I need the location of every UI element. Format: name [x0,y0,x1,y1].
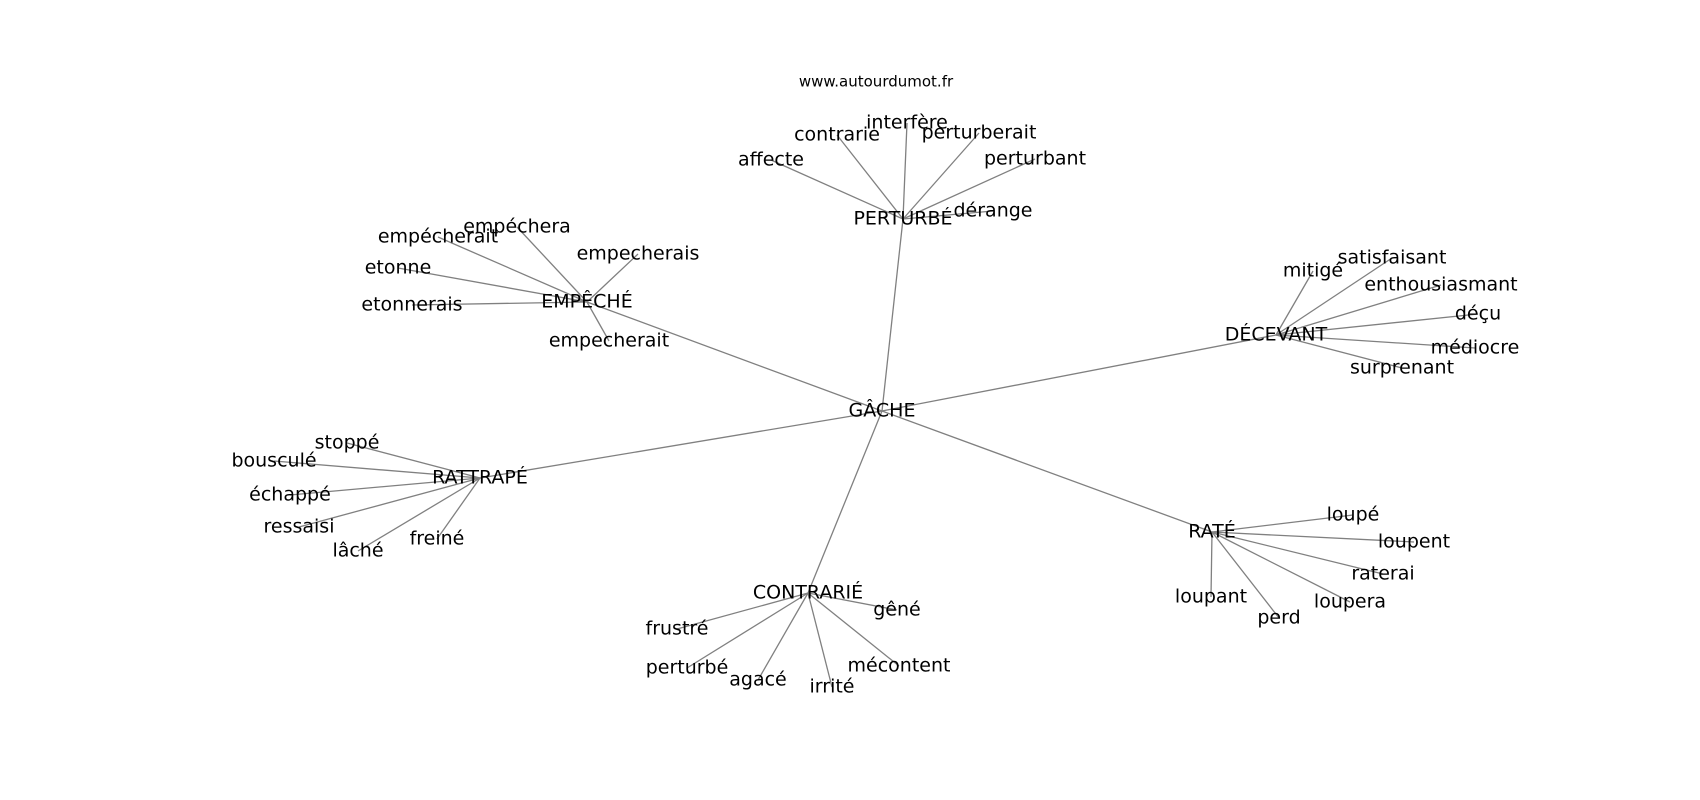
edge-decevant-mitige [1275,270,1314,336]
node-empecherais[interactable]: empecherais [577,243,700,265]
edge-gache-perturbe [881,218,904,412]
node-raterai[interactable]: raterai [1351,563,1414,585]
edge-rattrape-ressaisi [298,477,481,528]
node-contrarie[interactable]: CONTRARIÉ [753,581,863,604]
edge-decevant-decu [1275,313,1479,336]
edge-contrarie-agace [757,592,809,681]
edge-rattrape-stoppe [346,442,481,479]
node-loupent[interactable]: loupent [1378,531,1450,553]
node-gene[interactable]: gêné [873,599,920,621]
node-irrite[interactable]: irrité [810,676,855,698]
node-perturbe[interactable]: PERTURBÉ [853,207,952,230]
edge-perturbe-derange [902,210,994,220]
edge-contrarie-irrite [807,592,833,688]
node-stoppe[interactable]: stoppé [315,432,380,454]
edge-rattrape-echappe [289,477,481,496]
edge-perturbe-interfere [902,122,908,220]
edge-rate-loupent [1211,531,1415,543]
node-agace[interactable]: agacé [729,669,786,691]
edge-empeche-etonnerais [411,301,588,306]
edge-rate-loupe [1211,514,1354,533]
edge-rattrape-bouscule [273,460,481,479]
node-empechera[interactable]: empéchera [463,216,571,238]
edges-layer [273,122,1479,688]
node-bouscule[interactable]: bousculé [231,450,316,472]
node-loupant[interactable]: loupant [1175,586,1247,608]
edge-contrarie-gene [807,592,898,611]
node-freine[interactable]: freiné [410,528,465,550]
node-loupera[interactable]: loupera [1314,591,1386,613]
node-perturbant[interactable]: perturbant [984,148,1086,170]
edge-gache-contrarie [807,410,883,594]
node-interfere[interactable]: interfère [866,112,948,134]
edge-rate-perd [1211,531,1280,619]
node-empecherait[interactable]: empécherait [378,226,498,248]
edge-rattrape-freine [436,477,481,540]
node-mecontent[interactable]: mécontent [848,655,951,677]
node-perturberait[interactable]: perturberait [922,122,1037,144]
node-decevant[interactable]: DÉCEVANT [1225,323,1328,346]
edge-decevant-satisfaisant [1275,257,1393,336]
node-frustre[interactable]: frustré [646,618,709,640]
node-rattrape[interactable]: RATTRAPÉ [432,466,528,489]
edge-contrarie-frustre [676,592,809,630]
edge-contrarie-perturbe [686,592,809,669]
node-loupe[interactable]: loupé [1327,504,1380,526]
edge-empeche-empecherait [586,301,610,342]
edge-perturbe-perturberait [902,132,980,220]
edge-rate-loupera [1211,531,1351,603]
edge-contrarie-mecontent [807,592,900,667]
node-contrarie[interactable]: contrarie [794,124,880,146]
node-echappe[interactable]: échappé [249,484,331,506]
node-perd[interactable]: perd [1257,607,1300,629]
edge-decevant-enthousiasmant [1275,284,1442,336]
edge-perturbe-perturbant [902,158,1036,220]
node-surprenant[interactable]: surprenant [1350,357,1454,379]
node-ressaisi[interactable]: ressaisi [264,516,335,538]
edge-gache-rattrape [479,410,883,479]
edge-empeche-empecherais [586,253,639,303]
node-mediocre[interactable]: médiocre [1431,337,1520,359]
edge-empeche-empechera [516,226,588,303]
node-lache[interactable]: lâché [332,540,383,562]
edge-gache-decevant [881,334,1277,412]
node-mitige[interactable]: mitigé [1283,260,1343,282]
edge-empeche-etonne [397,267,588,303]
node-etonne[interactable]: etonne [365,257,432,279]
edge-rattrape-lache [357,477,481,552]
node-perturbe[interactable]: perturbé [646,657,729,679]
node-decu[interactable]: déçu [1455,303,1501,325]
node-rate[interactable]: RATÉ [1188,520,1236,543]
edge-decevant-mediocre [1275,334,1476,349]
node-derange[interactable]: dérange [954,200,1033,222]
edge-gache-rate [881,410,1213,533]
edge-decevant-surprenant [1275,334,1403,369]
node-empecherait[interactable]: empecherait [549,330,669,352]
edge-rate-loupant [1210,531,1213,598]
nodes-layer: GÂCHE PERTURBÉ EMPÊCHÉ DÉCEVANT RATTRAPÉ RATÉ… [231,112,1519,698]
edge-rate-raterai [1211,531,1384,575]
node-etonnerais[interactable]: etonnerais [361,294,462,316]
edge-empeche-empecherait [437,236,588,303]
node-enthousiasmant[interactable]: enthousiasmant [1364,274,1517,296]
node-satisfaisant[interactable]: satisfaisant [1338,247,1447,269]
site-url-label: www.autourdumot.fr [799,73,954,91]
edge-gache-empeche [586,301,883,412]
node-empeche[interactable]: EMPÊCHÉ [541,290,632,313]
edge-perturbe-contrarie [836,134,904,220]
node-gache[interactable]: GÂCHE [849,399,916,422]
edge-perturbe-affecte [770,159,904,220]
node-affecte[interactable]: affecte [738,149,804,171]
